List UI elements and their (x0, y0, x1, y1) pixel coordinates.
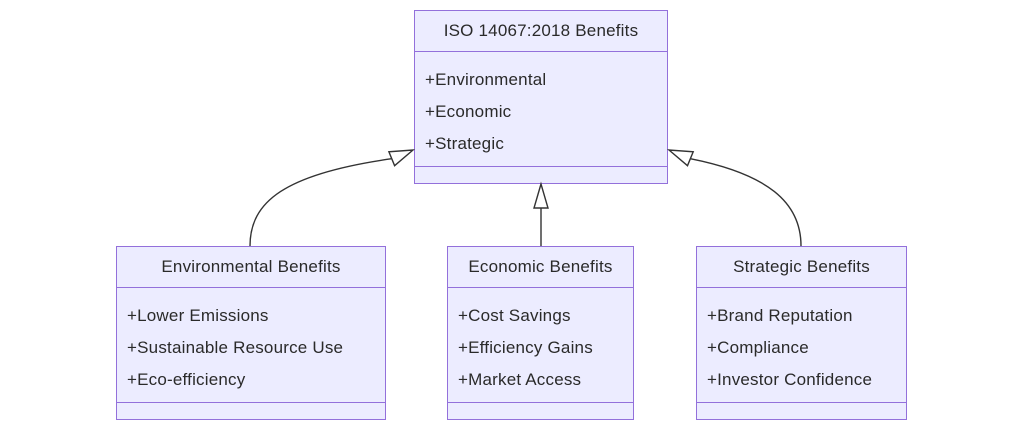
edge-environmental-to-iso (249, 149, 416, 247)
class-attribute: +Economic (425, 102, 512, 121)
class-attribute: +Cost Savings (458, 306, 571, 325)
class-attribute: +Strategic (425, 134, 505, 153)
class-attributes: +Brand Reputation +Compliance +Investor … (697, 288, 906, 403)
class-attribute: +Eco-efficiency (127, 370, 246, 389)
class-title: Strategic Benefits (697, 247, 906, 288)
class-attribute: +Efficiency Gains (458, 338, 593, 357)
class-title: Environmental Benefits (117, 247, 385, 288)
class-node-economic-benefits: Economic Benefits +Cost Savings +Efficie… (447, 246, 634, 420)
edge-strategic-to-iso (666, 149, 802, 247)
class-attribute: +Environmental (425, 70, 547, 89)
hollow-triangle-arrowhead (387, 149, 416, 167)
class-attribute: +Sustainable Resource Use (127, 338, 344, 357)
hollow-triangle-arrowhead (533, 181, 549, 209)
class-attribute: +Market Access (458, 370, 582, 389)
class-attributes: +Lower Emissions +Sustainable Resource U… (117, 288, 385, 403)
class-title: Economic Benefits (448, 247, 633, 288)
class-methods-empty (117, 403, 385, 419)
class-attributes: +Environmental +Economic +Strategic (415, 52, 667, 167)
class-node-strategic-benefits: Strategic Benefits +Brand Reputation +Co… (696, 246, 907, 420)
class-attribute: +Lower Emissions (127, 306, 269, 325)
hollow-triangle-arrowhead (666, 149, 695, 167)
class-attribute: +Compliance (707, 338, 809, 357)
class-attribute: +Investor Confidence (707, 370, 873, 389)
edge-economic-to-iso (533, 181, 549, 246)
class-methods-empty (448, 403, 633, 419)
class-title: ISO 14067:2018 Benefits (415, 11, 667, 52)
class-node-environmental-benefits: Environmental Benefits +Lower Emissions … (116, 246, 386, 420)
class-attribute: +Brand Reputation (707, 306, 853, 325)
class-node-iso-benefits: ISO 14067:2018 Benefits +Environmental +… (414, 10, 668, 184)
class-attributes: +Cost Savings +Efficiency Gains +Market … (448, 288, 633, 403)
class-methods-empty (415, 167, 667, 183)
class-methods-empty (697, 403, 906, 419)
